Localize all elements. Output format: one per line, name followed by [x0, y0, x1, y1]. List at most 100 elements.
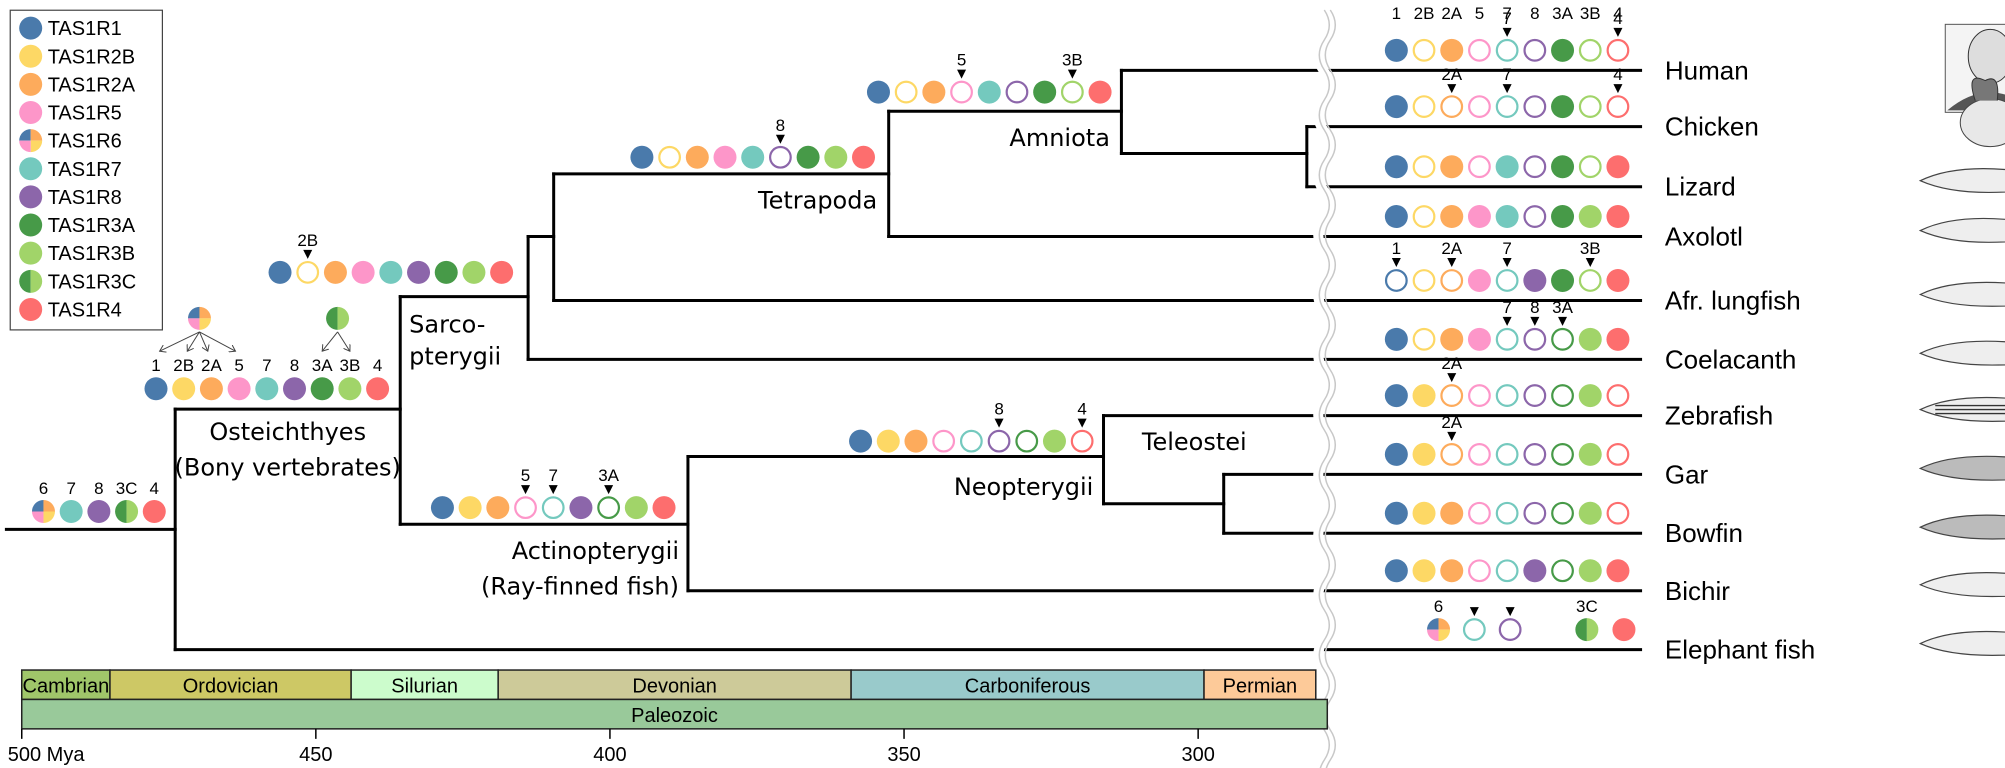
- gene-circle-present: [1606, 327, 1630, 351]
- gene-circle-lost: [1523, 95, 1547, 118]
- gene-circle-lost: [1412, 95, 1436, 118]
- loss-marker-arrow: [1447, 431, 1457, 441]
- gene-circle-lost: [1495, 501, 1519, 525]
- legend-label: TAS1R3A: [48, 215, 136, 237]
- loss-marker-arrow: [1077, 418, 1087, 428]
- gene-circle-present: [172, 377, 196, 401]
- loss-gene-label: 3A: [598, 466, 619, 485]
- gene-circle-present: [1440, 559, 1464, 583]
- gene-circle-present: [486, 496, 510, 520]
- gene-circle-present: [144, 377, 168, 401]
- gene-circle-present: [1440, 501, 1464, 525]
- gene-circle-present: [849, 429, 873, 453]
- species-name: Chicken: [1665, 112, 1759, 142]
- gene-circle-lost: [894, 80, 918, 104]
- species-name: Lizard: [1665, 172, 1736, 202]
- legend-label: TAS1R4: [48, 299, 122, 321]
- gene-circle-tas1r6-quadrant: [1438, 629, 1451, 642]
- gene-circle-lost: [1578, 155, 1602, 179]
- gene-label: 2A: [201, 356, 222, 375]
- gene-circle-present: [366, 377, 390, 401]
- legend-item: TAS1R2B: [19, 44, 135, 68]
- axolotl-illustration: [1918, 217, 2005, 243]
- gene-circle-tas1r6-quadrant: [199, 306, 211, 319]
- loss-gene-label: 2B: [297, 231, 318, 250]
- loss-gene-label: 8: [994, 400, 1003, 419]
- gene-circle-present: [1440, 38, 1464, 62]
- gene-circle-lost: [1523, 155, 1547, 179]
- gene-circle-present: [379, 260, 403, 284]
- period-cambrian: [20, 669, 111, 701]
- gene-circle-present: [1412, 442, 1436, 466]
- gene-circle-lost: [1551, 327, 1574, 351]
- gene-label: 8: [290, 356, 299, 375]
- loss-gene-label: 4: [1077, 400, 1086, 419]
- gene-circle-present: [19, 297, 43, 321]
- gene-circle-present: [19, 185, 43, 209]
- loss-marker-arrow: [1502, 84, 1512, 94]
- gene-circle-lost: [1468, 95, 1491, 118]
- gene-circle-lost: [1412, 269, 1436, 292]
- gene-circle-lost: [1462, 618, 1486, 641]
- species-gene-row: [1384, 205, 1630, 229]
- legend-label: TAS1R1: [48, 18, 122, 40]
- species-gene-row: [1384, 155, 1630, 179]
- clade-label-sarcopterygii-2: pterygii: [409, 342, 501, 370]
- gene-circle-lost: [1495, 559, 1519, 583]
- gene-circle-tas1r3c-right: [337, 306, 350, 330]
- loss-gene-label: 7: [548, 466, 557, 485]
- species-illustrations: [1918, 23, 2005, 656]
- gene-circle-present: [1412, 384, 1436, 408]
- animal-body-sketch: [1918, 630, 2005, 656]
- gene-circle-lost: [769, 145, 792, 169]
- clade-label-osteichthyes: Osteichthyes: [209, 418, 366, 446]
- gene-circle-present: [1606, 205, 1630, 229]
- gene-circle-lost: [1468, 155, 1491, 179]
- gene-circle-lost: [1440, 95, 1464, 118]
- break-mask: [1313, 7, 1334, 768]
- gene-circle-tas1r3c-left: [19, 269, 31, 293]
- gene-circle-present: [1440, 155, 1464, 179]
- gene-circle-tas1r3c-left: [326, 306, 338, 330]
- legend-label: TAS1R7: [48, 159, 122, 181]
- loss-gene-label: 8: [776, 116, 785, 135]
- loss-gene-label: 2A: [1441, 354, 1462, 373]
- legend-item: TAS1R5: [19, 101, 122, 125]
- tetrapoda-ancestral-genes: 8: [630, 116, 876, 169]
- gene-circle-lost: [1412, 38, 1436, 62]
- species-name: Afr. lungfish: [1665, 285, 1801, 315]
- clade-label-actinopterygii-sub: (Ray-finned fish): [481, 573, 679, 601]
- gene-circle-present: [1551, 95, 1575, 119]
- gene-circle-present: [876, 429, 900, 453]
- loss-gene-label: 7: [1502, 239, 1511, 258]
- gene-circle-present: [1440, 327, 1464, 351]
- clade-label-teleostei: Teleostei: [1141, 428, 1247, 456]
- gene-label: 4: [373, 356, 382, 375]
- gene-circle-lost: [1551, 501, 1574, 525]
- chicken-tail: [1971, 77, 1999, 101]
- gene-circle-lost: [1578, 95, 1602, 118]
- gene-label: 4: [150, 479, 159, 498]
- gene-circle-present: [434, 260, 458, 284]
- gene-circle-present: [852, 145, 876, 169]
- gene-circle-lost: [658, 145, 682, 169]
- gene-circle-present: [630, 145, 654, 169]
- gene-circle-present: [1467, 327, 1491, 351]
- clade-label-tetrapoda: Tetrapoda: [757, 186, 877, 214]
- gene-circle-lost: [1495, 269, 1519, 292]
- gene-circle-present: [713, 145, 737, 169]
- animal-body-sketch: [1918, 514, 2005, 540]
- loss-marker-arrow: [994, 418, 1004, 428]
- clade-label-osteichthyes-sub: (Bony vertebrates): [174, 454, 400, 482]
- gene-circle-tas1r3c-right: [1586, 618, 1599, 642]
- gene-circle-lost: [932, 429, 956, 453]
- legend-label: TAS1R6: [48, 131, 122, 153]
- loss-gene-label: 4: [1613, 65, 1622, 84]
- loss-marker-arrow: [1502, 257, 1512, 267]
- loss-marker-arrow: [1391, 257, 1401, 267]
- species-name: Gar: [1665, 459, 1709, 489]
- loss-gene-label: 2A: [1441, 239, 1462, 258]
